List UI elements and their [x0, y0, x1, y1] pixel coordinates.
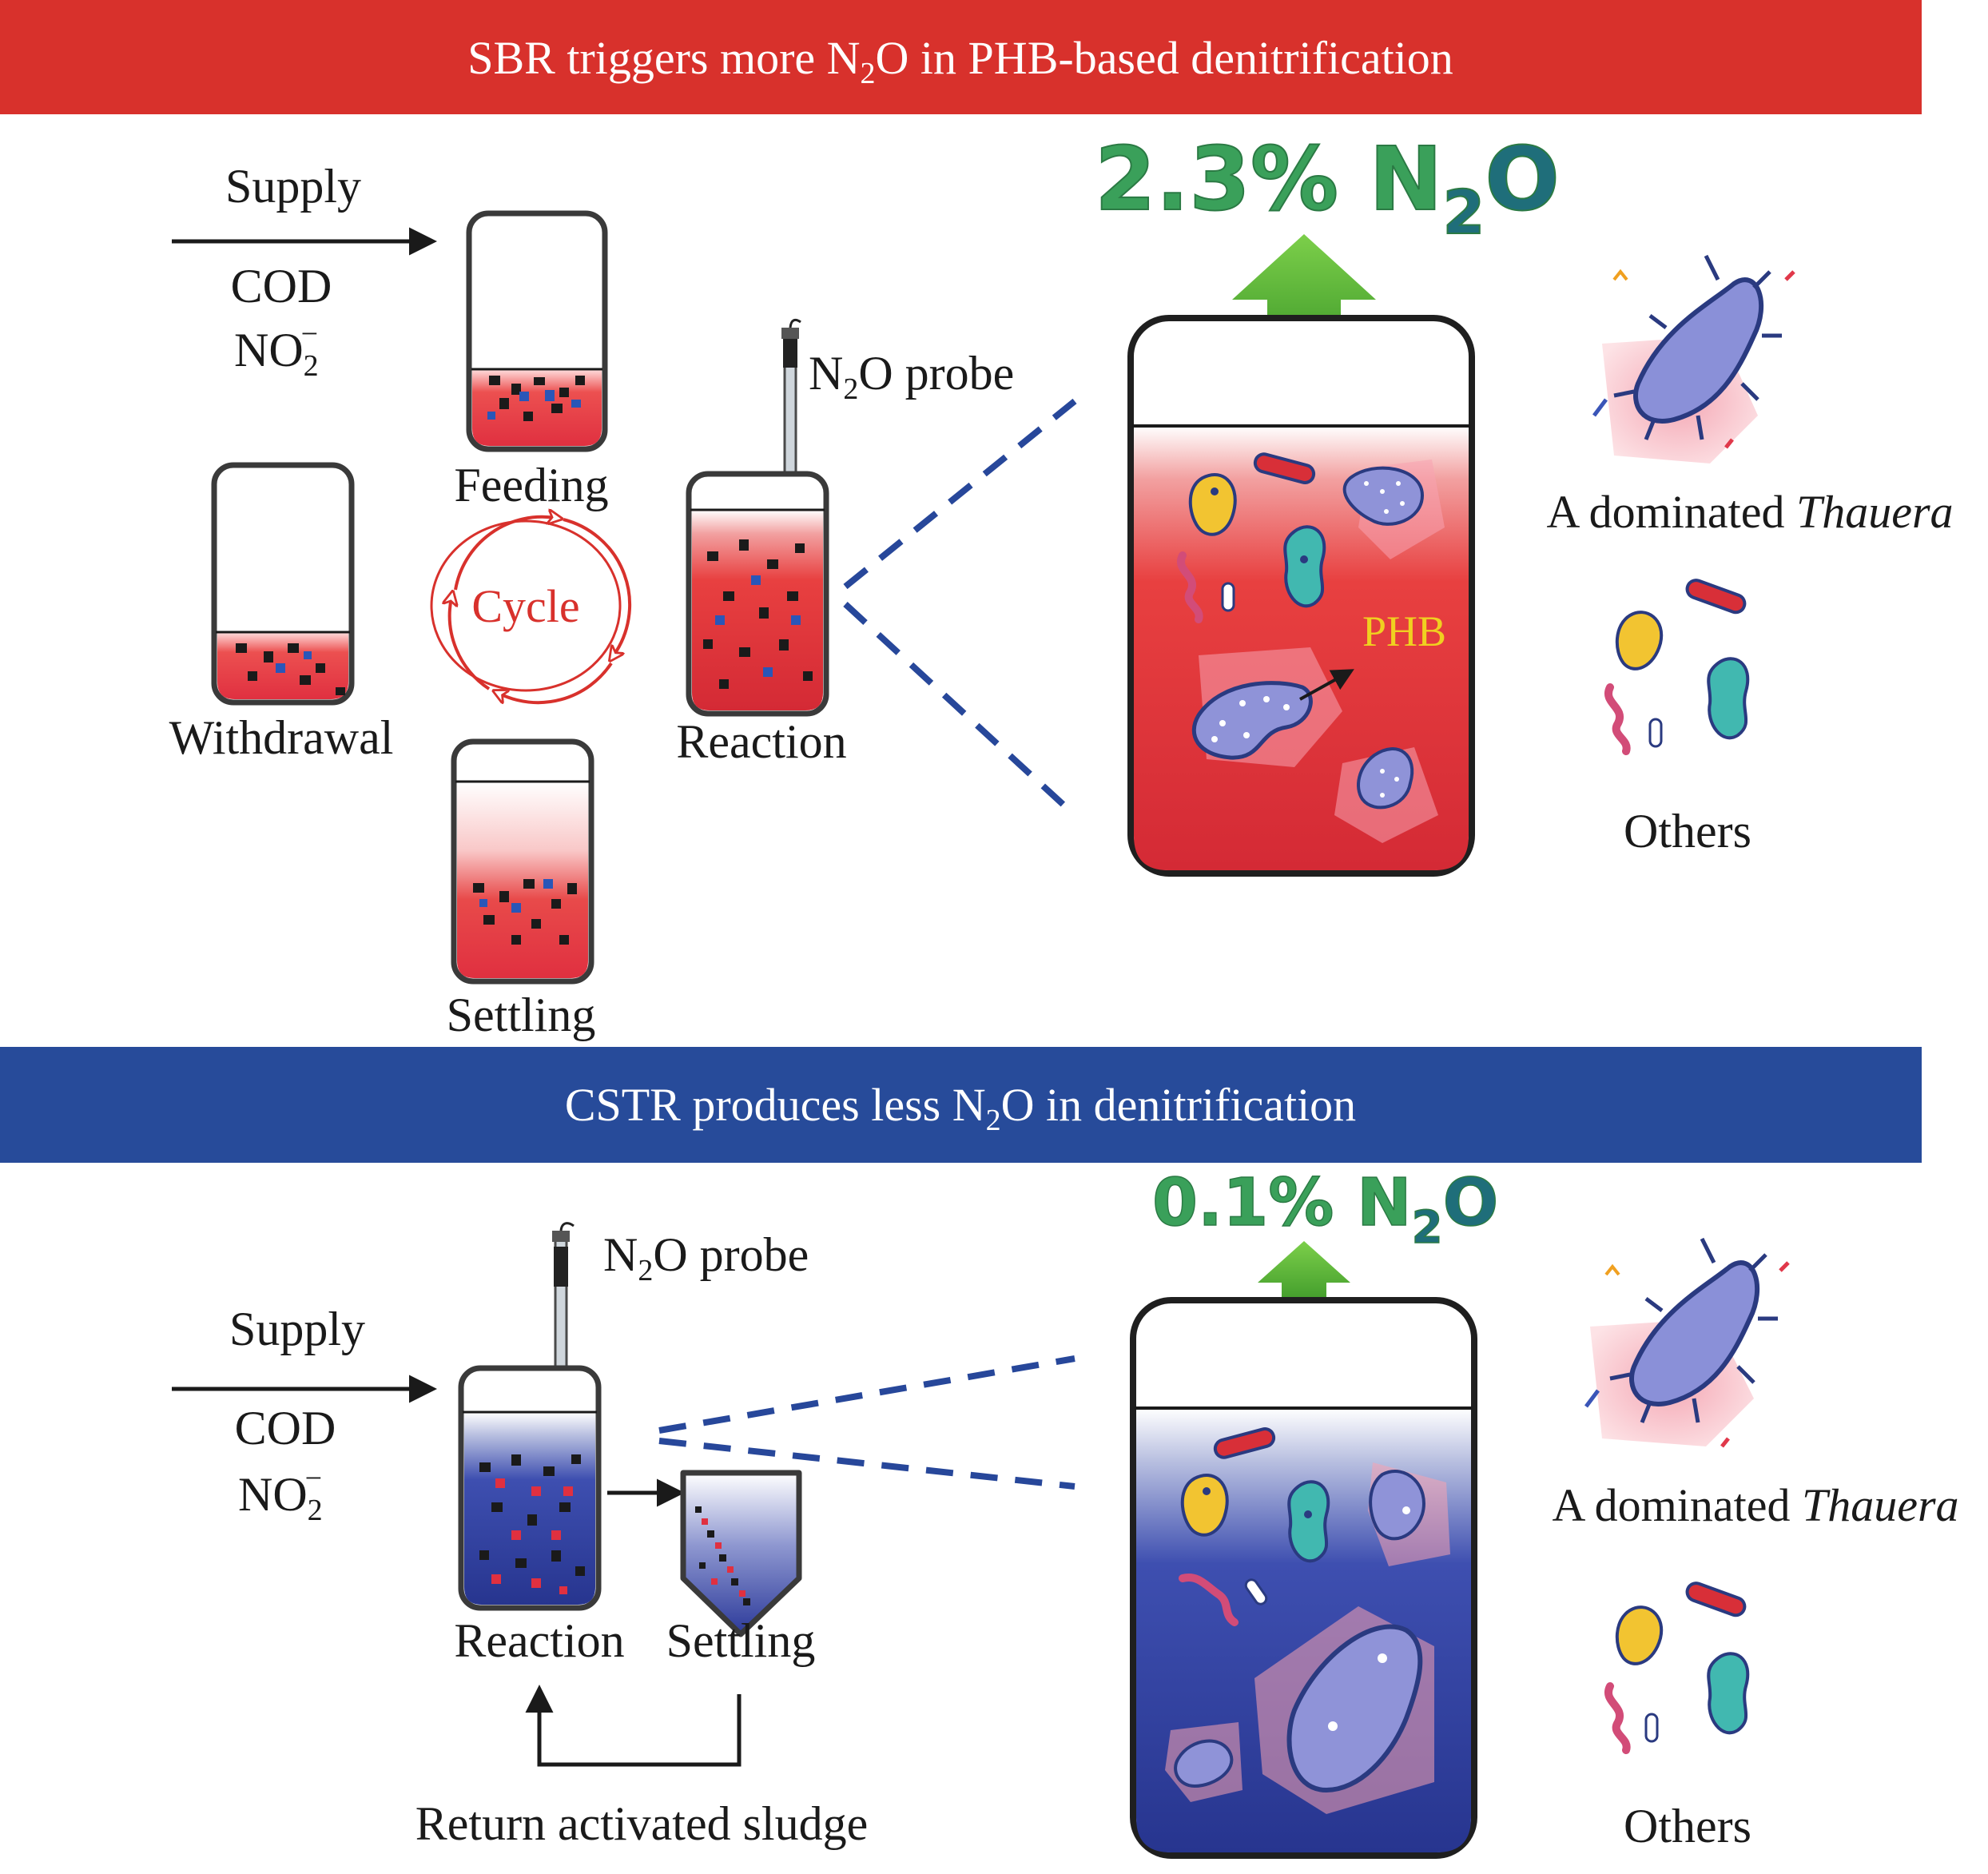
- cstr-emission-label: 0.1% N2O: [1152, 1165, 1498, 1254]
- cstr-reaction-label: Reaction: [454, 1614, 624, 1667]
- cstr-settling-label: Settling: [666, 1614, 816, 1667]
- cstr-zoom-lines: [658, 1355, 1076, 1490]
- sbr-bacterium-yellow: [1188, 472, 1237, 536]
- cstr-reactor-zoom: [1130, 1297, 1477, 1859]
- sbr-settling-label: Settling: [447, 989, 596, 1041]
- cstr-cod-label: COD: [235, 1402, 336, 1454]
- sbr-banner-title: SBR triggers more N2O in PHB-based denit…: [467, 32, 1453, 90]
- sbr-thauera-1: [1342, 466, 1425, 526]
- cstr-bacterium-yellow: [1180, 1473, 1229, 1537]
- cstr-bacterium-pink: [1179, 1574, 1239, 1626]
- phb-label: PHB: [1362, 607, 1446, 655]
- sbr-thauera-2: [1191, 681, 1313, 760]
- cstr-dominated-label: A dominated Thauera: [1552, 1479, 1958, 1531]
- sbr-withdrawal-label: Withdrawal: [169, 711, 394, 764]
- cstr-others-icon: [1604, 1582, 1750, 1754]
- sbr-bacterium-teal: [1283, 525, 1326, 608]
- sbr-cod-label: COD: [231, 260, 332, 312]
- sbr-reaction-tank: [686, 471, 829, 717]
- sbr-others-label: Others: [1624, 805, 1751, 857]
- sbr-supply-label: Supply: [225, 160, 361, 213]
- cstr-bacterium-rod: [1213, 1427, 1276, 1459]
- sbr-dominated-thauera-icon: [1592, 254, 1795, 464]
- sbr-feeding-tank: [466, 210, 608, 452]
- sbr-zoom-lines: [843, 398, 1077, 818]
- sbr-bacterium-rod: [1253, 452, 1316, 484]
- cstr-others-label: Others: [1624, 1800, 1751, 1852]
- cstr-settler: [680, 1470, 802, 1637]
- sbr-emission-label: 2.3% N2O: [1095, 128, 1560, 248]
- sbr-probe: [781, 318, 801, 477]
- cstr-thauera-2: [1286, 1624, 1423, 1793]
- sbr-settling-tank: [451, 738, 594, 985]
- cstr-probe-label: N2O probe: [603, 1228, 809, 1287]
- phb-pointer: [1299, 669, 1354, 701]
- cstr-return-path: [525, 1685, 742, 1767]
- sbr-reaction-label: Reaction: [676, 715, 846, 768]
- cycle-arrows: [430, 517, 632, 702]
- sbr-banner: [0, 0, 1922, 114]
- cstr-bacterium-small: [1244, 1578, 1268, 1605]
- cstr-banner: [0, 1047, 1922, 1163]
- sbr-withdrawal-tank: [211, 462, 355, 706]
- sbr-probe-label: N2O probe: [809, 347, 1014, 406]
- sbr-nitrite-label: NO2−: [234, 317, 319, 383]
- sbr-reactor-zoom: [1127, 315, 1475, 877]
- cstr-return-label: Return activated sludge: [415, 1797, 868, 1850]
- cstr-thauera-3: [1174, 1739, 1234, 1788]
- cstr-bacterium-teal: [1287, 1480, 1330, 1563]
- cstr-banner-title: CSTR produces less N2O in denitrificatio…: [565, 1079, 1356, 1137]
- cstr-reaction-tank: [458, 1365, 602, 1611]
- cstr-nitrite-label: NO2−: [238, 1462, 323, 1527]
- sbr-thauera-3: [1357, 747, 1414, 810]
- sbr-dominated-label: A dominated Thauera: [1546, 486, 1953, 538]
- sbr-others-icon: [1604, 579, 1750, 755]
- cstr-dominated-thauera-icon: [1584, 1237, 1790, 1448]
- cstr-emission-arrow: [1258, 1241, 1350, 1304]
- sbr-bacterium-small: [1221, 582, 1235, 612]
- cycle-label: Cycle: [471, 580, 579, 632]
- cstr-supply-label: Supply: [229, 1303, 365, 1355]
- sbr-feeding-label: Feeding: [454, 459, 608, 511]
- cstr-thauera-1: [1369, 1470, 1425, 1541]
- sbr-bacterium-pink: [1177, 551, 1203, 623]
